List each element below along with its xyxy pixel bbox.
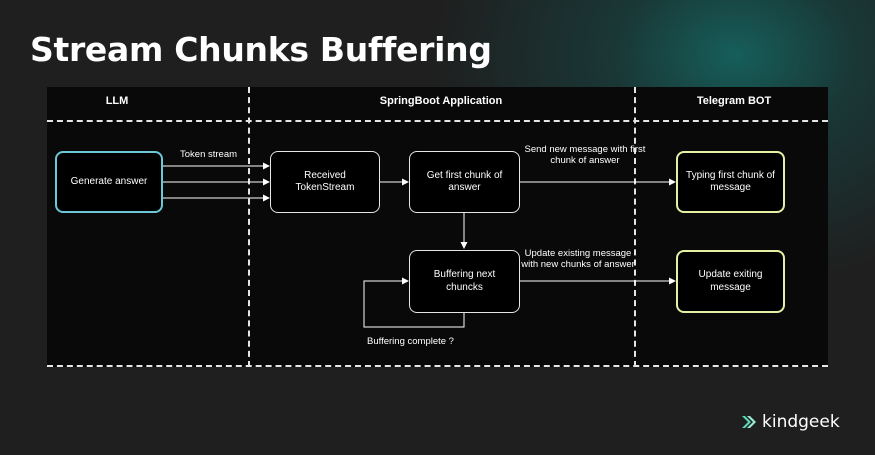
label-token-stream: Token stream bbox=[180, 149, 238, 160]
lane-title-app: SpringBoot Application bbox=[379, 95, 503, 107]
brand-logo: kindgeek bbox=[741, 412, 840, 432]
node-buffering-next: Buffering next chuncks bbox=[409, 250, 520, 313]
label-update-existing-message: Update existing message with new chunks … bbox=[521, 248, 635, 270]
label-send-new-message: Send new message with first chunk of ans… bbox=[524, 144, 646, 166]
label-buffering-complete: Buffering complete ? bbox=[367, 336, 454, 347]
node-typing-first-chunk: Typing first chunk of message bbox=[676, 151, 785, 213]
node-received-tokenstream: Received TokenStream bbox=[270, 151, 380, 213]
node-update-message: Update exiting message bbox=[676, 250, 785, 313]
kindgeek-logo-icon bbox=[742, 416, 756, 428]
node-get-first-chunk: Get first chunk of answer bbox=[409, 151, 520, 213]
lane-divider-2 bbox=[634, 87, 636, 367]
footer-divider bbox=[47, 365, 828, 367]
brand-name: kindgeek bbox=[762, 412, 840, 432]
connector-arrows bbox=[163, 162, 676, 328]
page-title: Stream Chunks Buffering bbox=[30, 30, 492, 69]
node-get-first-chunk-label: Get first chunk of answer bbox=[426, 169, 503, 194]
node-generate-answer-label: Generate answer bbox=[70, 175, 148, 187]
diagram-canvas: LLM SpringBoot Application Telegram BOT … bbox=[47, 87, 828, 367]
buffering-loop-arrow bbox=[363, 277, 465, 328]
lane-divider-1 bbox=[248, 87, 250, 367]
node-generate-answer: Generate answer bbox=[55, 151, 163, 213]
node-received-tokenstream-label: Received TokenStream bbox=[295, 169, 355, 194]
node-buffering-next-label: Buffering next chuncks bbox=[433, 269, 496, 293]
node-update-message-label: Update exiting message bbox=[698, 269, 763, 293]
header-divider bbox=[47, 120, 828, 122]
lane-title-llm: LLM bbox=[105, 95, 129, 107]
lane-title-bot: Telegram BOT bbox=[696, 95, 772, 107]
node-typing-first-chunk-label: Typing first chunk of message bbox=[686, 169, 775, 194]
